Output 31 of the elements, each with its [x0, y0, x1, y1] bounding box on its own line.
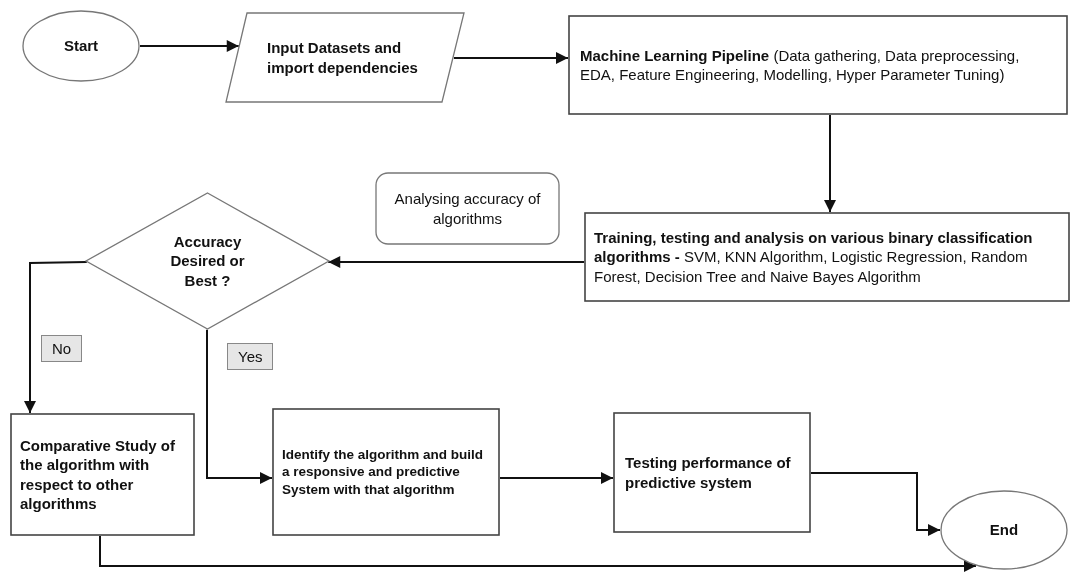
edge-label: No [41, 335, 83, 362]
node-text: Accuracy Desired or Best ? [169, 231, 246, 291]
arrow [139, 40, 240, 52]
decision-diamond [85, 192, 330, 330]
node-text: Identify the algorithm and build a responsive and predictive System with that algorithm [282, 445, 484, 499]
arrow [824, 114, 836, 213]
input-parallelogram [225, 12, 465, 103]
arrow [452, 52, 569, 64]
process-box [10, 413, 195, 536]
terminal-ellipse [22, 10, 140, 82]
process-box [272, 408, 500, 536]
arrow [24, 261, 88, 414]
process-box [613, 412, 811, 533]
terminal-ellipse [940, 490, 1068, 570]
node-text: Analysing accuracy of algorithms [393, 189, 542, 228]
node-text: End [989, 520, 1019, 540]
arrow [206, 328, 273, 484]
arrow [499, 472, 614, 484]
node-text: Machine Learning Pipeline (Data gathering, Data preprocessing, EDA, Feature Engineering, Modelling, Hyper Parameter Tuning) [580, 45, 1021, 85]
node-text: Start [63, 36, 99, 56]
arrow [99, 535, 977, 572]
process-box [584, 212, 1070, 302]
node-text: Training, testing and analysis on various binary classification algorithms - SVM, KNN Algorithm, Logistic Regression, Random Forest, Decision Tree and Naive Bayes Algorithm [594, 227, 1034, 287]
arrow [810, 472, 941, 536]
arrow [327, 256, 585, 268]
process-box [568, 15, 1068, 115]
note-box [375, 172, 560, 245]
node-text: Testing performance of predictive system [625, 453, 792, 492]
node-text: Input Datasets and import dependencies [267, 38, 419, 77]
edge-label: Yes [227, 343, 274, 370]
node-text: Comparative Study of the algorithm with respect to other algorithms [20, 435, 177, 514]
